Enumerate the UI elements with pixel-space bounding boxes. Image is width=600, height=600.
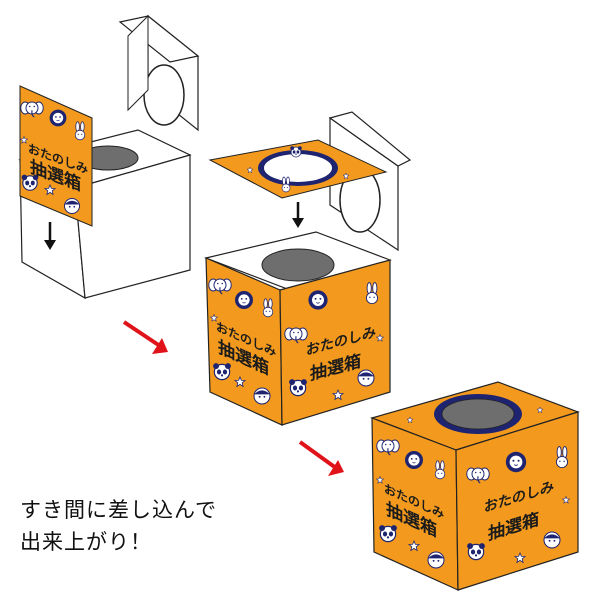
step1-down-arrow [44,222,56,250]
caption-line2: 出来上がり！ [20,530,152,554]
step3-top-face [370,381,580,451]
step2-box-with-top-panel: おたのしみ 抽選箱 おたのしみ 抽選箱 [203,111,412,426]
step2-right-face: おたのしみ 抽選箱 [279,259,391,426]
caption-line1: すき間に差し込んで [20,498,217,522]
step1-open-box: おたのしみ 抽選箱 [18,14,200,300]
front-panel-card: おたのしみ 抽選箱 [19,85,93,227]
step3-right-face: おたのしみ 抽選箱 [455,411,579,591]
step2-down-arrow [292,202,304,228]
step3-left-face: おたのしみ 抽選箱 [371,417,459,591]
next-step-arrow-2 [298,440,344,476]
next-step-arrow-1 [122,320,168,354]
top-panel-card [208,139,388,199]
instruction-caption: すき間に差し込んで 出来上がり！ [20,494,217,558]
step3-finished-box: おたのしみ 抽選箱 おたのしみ 抽選箱 [370,381,580,591]
